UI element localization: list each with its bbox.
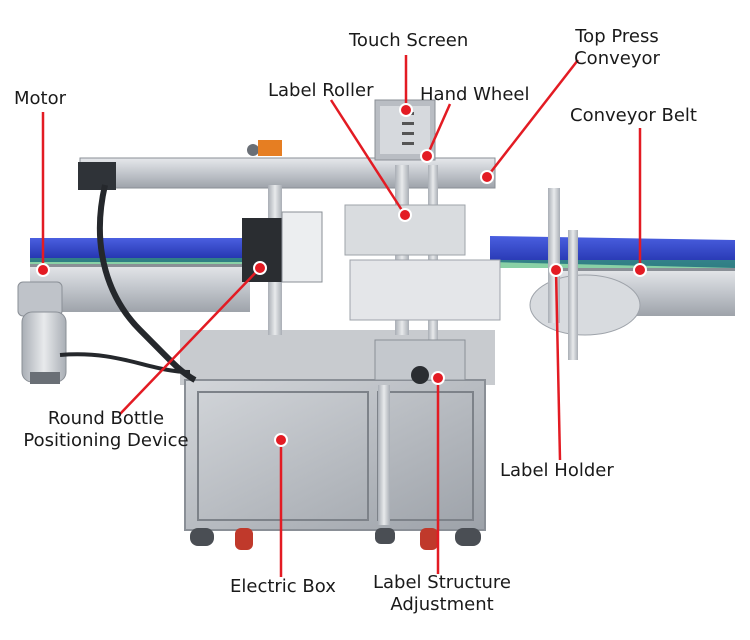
- electric-box-cabinet: [180, 330, 495, 550]
- cable-motor: [59, 352, 191, 374]
- label-top-press-line2: Conveyor: [574, 48, 660, 69]
- label-label-roller: Label Roller: [268, 80, 374, 101]
- label-round-bottle: Round Bottle Positioning Device: [16, 408, 196, 452]
- positioning-device-box: [242, 211, 323, 283]
- right-conveyor: [490, 236, 735, 336]
- label-holder-pole: [548, 188, 560, 323]
- label-electric-box: Electric Box: [230, 576, 336, 597]
- label-structure-line2: Adjustment: [390, 594, 494, 615]
- top-press-beam: [78, 140, 496, 190]
- label-round-bottle-line1: Round Bottle: [47, 408, 165, 429]
- cable-left: [96, 184, 197, 383]
- motor-assembly: [17, 281, 67, 384]
- label-holder-pole-2: [568, 230, 578, 360]
- pointer-lines: [36, 55, 647, 577]
- left-conveyor: [30, 238, 250, 312]
- label-round-bottle-line2: Positioning Device: [23, 430, 189, 451]
- label-motor: Motor: [14, 88, 67, 109]
- label-hand-wheel: Hand Wheel: [420, 84, 530, 105]
- label-top-press-conveyor: Top Press Conveyor: [562, 26, 672, 70]
- label-touch-screen: Touch Screen: [349, 30, 469, 51]
- label-label-structure: Label Structure Adjustment: [362, 572, 522, 616]
- label-label-holder: Label Holder: [500, 460, 614, 481]
- label-top-press-line1: Top Press: [575, 26, 659, 47]
- label-conveyor-belt: Conveyor Belt: [570, 105, 697, 126]
- label-structure-line1: Label Structure: [372, 572, 511, 593]
- labeling-head: [344, 204, 501, 525]
